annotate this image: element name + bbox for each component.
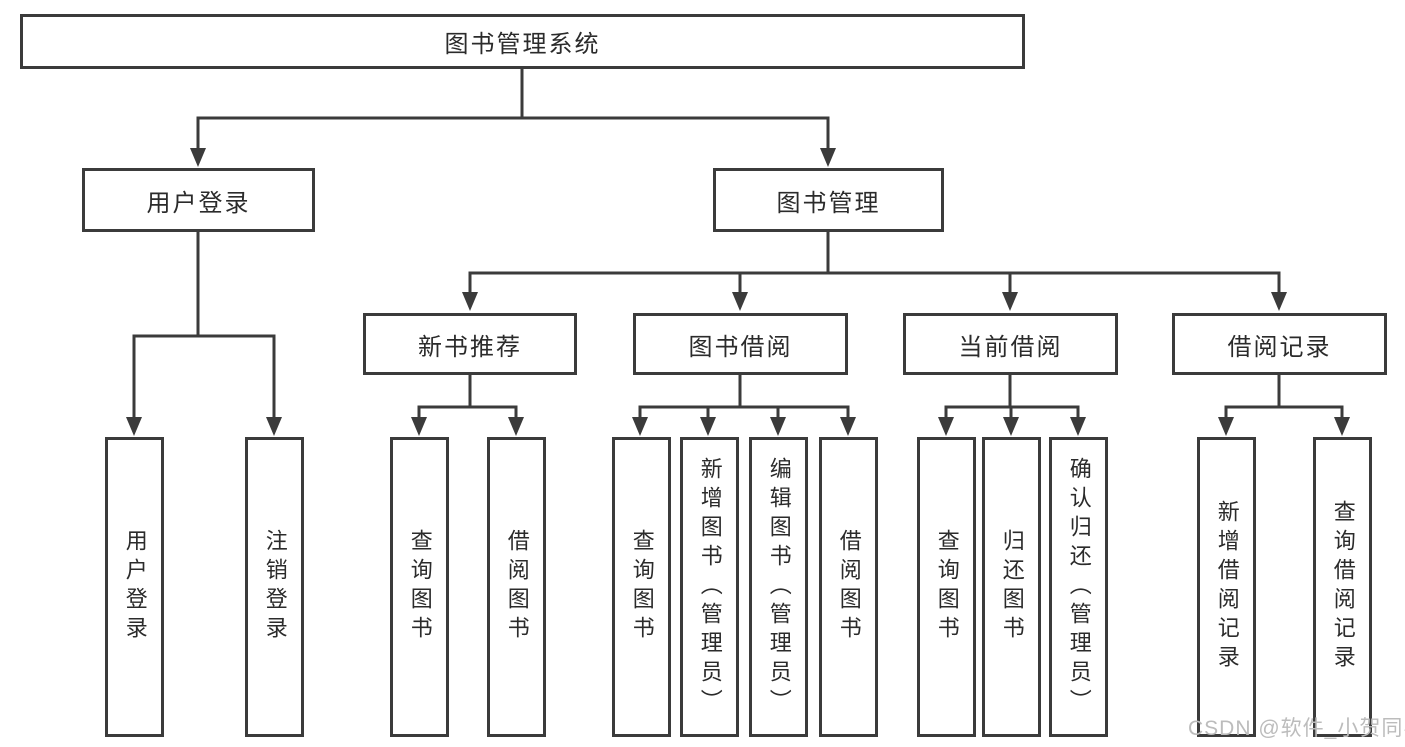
node-book-management: 图书管理 bbox=[713, 168, 944, 232]
node-book-management-label: 图书管理 bbox=[776, 189, 881, 217]
node-borrow-records-label: 借阅记录 bbox=[1227, 333, 1332, 361]
node-user-login-label: 用户登录 bbox=[146, 189, 251, 217]
node-borrow-records: 借阅记录 bbox=[1172, 313, 1387, 375]
leaf-bb-borrow-books-label: 借阅图书 bbox=[836, 529, 862, 645]
leaf-logout-label: 注销登录 bbox=[262, 529, 288, 645]
node-root: 图书管理系统 bbox=[20, 14, 1025, 69]
leaf-cb-return-books-label: 归还图书 bbox=[999, 529, 1025, 645]
leaf-bb-add-books-admin: 新增图书（管理员） bbox=[680, 437, 739, 737]
node-root-label: 图书管理系统 bbox=[444, 31, 601, 58]
leaf-cb-confirm-return-admin: 确认归还（管理员） bbox=[1049, 437, 1108, 737]
leaf-br-query-record-label: 查询借阅记录 bbox=[1330, 500, 1356, 674]
node-current-borrowing: 当前借阅 bbox=[903, 313, 1118, 375]
leaf-cb-query-books: 查询图书 bbox=[917, 437, 976, 737]
leaf-bb-edit-books-admin-label: 编辑图书（管理员） bbox=[766, 456, 792, 718]
leaf-br-query-record: 查询借阅记录 bbox=[1313, 437, 1372, 737]
leaf-bb-borrow-books: 借阅图书 bbox=[819, 437, 878, 737]
node-new-book-recommend-label: 新书推荐 bbox=[418, 333, 522, 361]
arrowheads bbox=[126, 148, 1350, 436]
leaf-nb-borrow-books-label: 借阅图书 bbox=[504, 529, 530, 645]
leaf-bb-add-books-admin-label: 新增图书（管理员） bbox=[697, 456, 723, 718]
leaf-bb-edit-books-admin: 编辑图书（管理员） bbox=[749, 437, 808, 737]
leaf-bb-query-books: 查询图书 bbox=[612, 437, 671, 737]
leaf-nb-query-books: 查询图书 bbox=[390, 437, 449, 737]
leaf-nb-query-books-label: 查询图书 bbox=[407, 529, 433, 645]
leaf-bb-query-books-label: 查询图书 bbox=[629, 529, 655, 645]
leaf-nb-borrow-books: 借阅图书 bbox=[487, 437, 546, 737]
node-book-borrowing-label: 图书借阅 bbox=[688, 333, 793, 361]
leaf-cb-query-books-label: 查询图书 bbox=[934, 529, 960, 645]
node-book-borrowing: 图书借阅 bbox=[633, 313, 848, 375]
watermark: CSDN @软件_小贺同学 bbox=[1188, 717, 1405, 740]
leaf-user-login-label: 用户登录 bbox=[122, 529, 148, 645]
leaf-cb-confirm-return-admin-label: 确认归还（管理员） bbox=[1066, 456, 1092, 718]
node-user-login: 用户登录 bbox=[82, 168, 315, 232]
leaf-user-login: 用户登录 bbox=[105, 437, 164, 737]
leaf-logout: 注销登录 bbox=[245, 437, 304, 737]
leaf-cb-return-books: 归还图书 bbox=[982, 437, 1041, 737]
leaf-br-add-record: 新增借阅记录 bbox=[1197, 437, 1256, 737]
node-new-book-recommend: 新书推荐 bbox=[363, 313, 577, 375]
node-current-borrowing-label: 当前借阅 bbox=[958, 333, 1063, 361]
leaf-br-add-record-label: 新增借阅记录 bbox=[1214, 500, 1240, 674]
